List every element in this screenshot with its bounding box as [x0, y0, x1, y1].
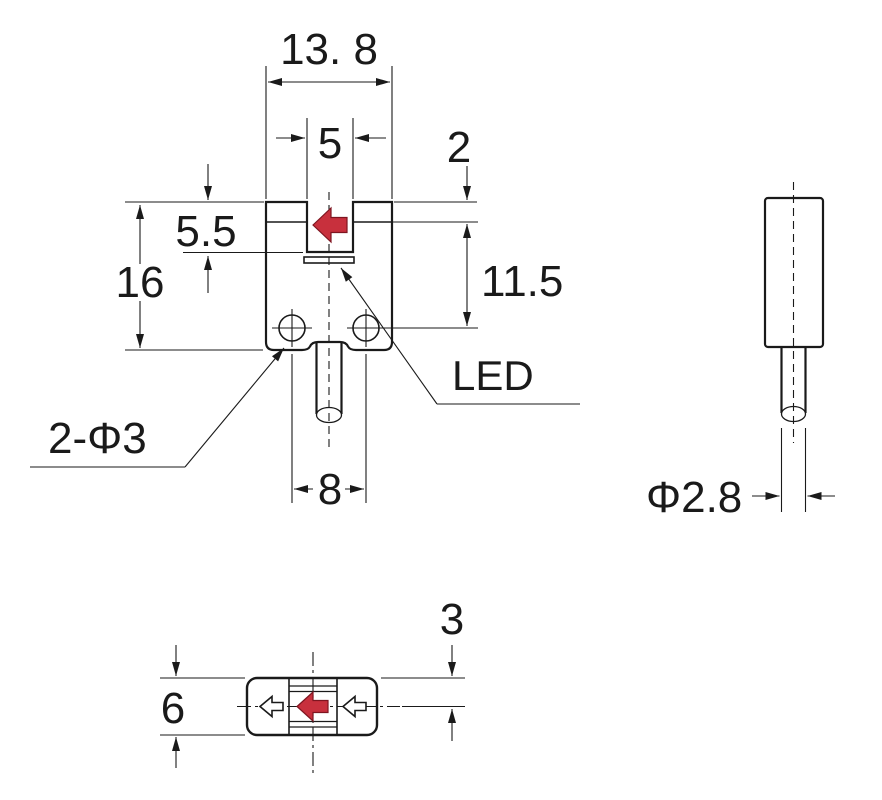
- front-view: 13. 8 5 2 11.5 5.5 16 8: [30, 25, 580, 514]
- beam-direction-red-arrow: [312, 206, 348, 244]
- dim-axis-to-hole-label: 11.5: [481, 257, 563, 306]
- dim-cable-diameter-label: Φ2.8: [646, 473, 742, 522]
- led-label: LED: [452, 352, 534, 399]
- holes-leader-line: [184, 347, 285, 468]
- emitter-direction-outline-arrow-left: [258, 694, 284, 719]
- led-leader-line: [340, 267, 438, 405]
- side-body-outline: [763, 196, 825, 349]
- dim-overall-height-label: 16: [116, 258, 165, 307]
- dim-slot-width-label: 5: [318, 119, 342, 168]
- side-view: Φ2.8: [646, 182, 835, 522]
- bottom-view: 6 3: [160, 595, 465, 773]
- dim-hole-spacing-label: 8: [318, 465, 342, 514]
- emitter-direction-outline-arrow-right: [341, 694, 367, 719]
- holes-callout-label: 2-Φ3: [48, 414, 147, 463]
- beam-direction-red-arrow-bottom: [296, 690, 329, 723]
- dim-top-wall-label: 2: [447, 123, 471, 172]
- dim-overall-width-label: 13. 8: [280, 25, 378, 74]
- dim-slot-depth-label: 5.5: [175, 207, 236, 256]
- dim-top-to-axis-label: 3: [440, 595, 464, 644]
- dim-thickness-label: 6: [161, 684, 185, 733]
